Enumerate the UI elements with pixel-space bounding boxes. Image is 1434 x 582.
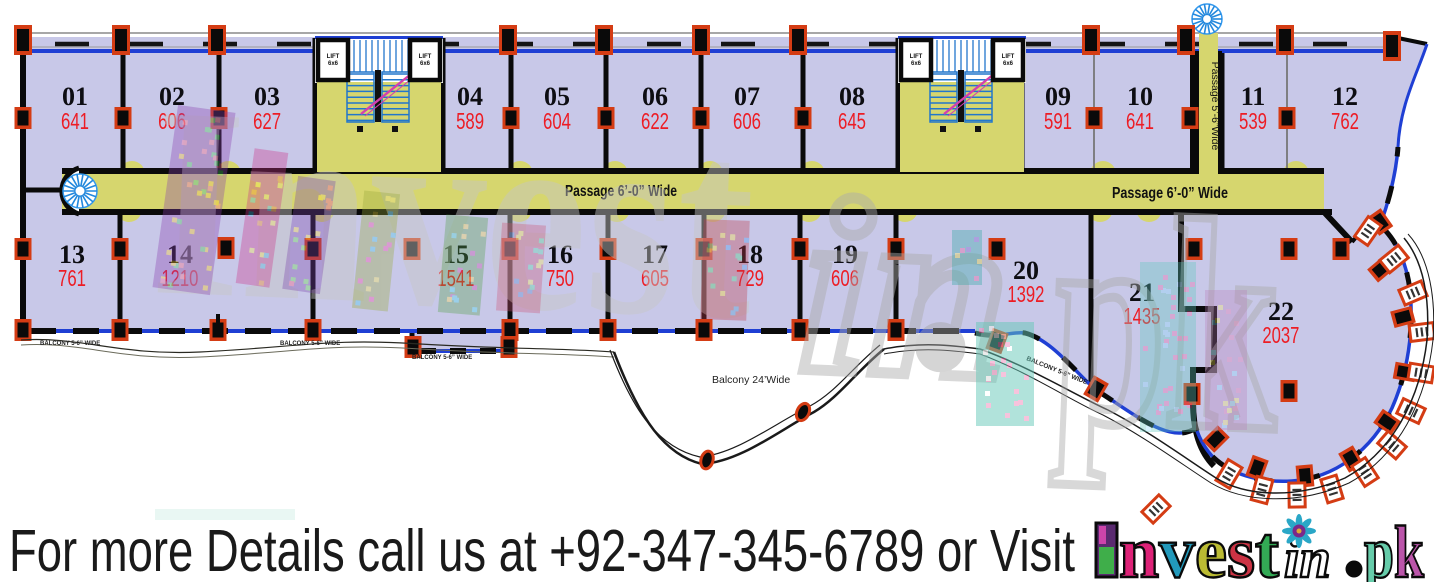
svg-text:6x6: 6x6 bbox=[420, 61, 431, 67]
svg-text:539: 539 bbox=[1239, 108, 1267, 134]
svg-text:12: 12 bbox=[1332, 82, 1358, 111]
svg-text:606: 606 bbox=[158, 108, 186, 134]
svg-text:Invest: Invest bbox=[148, 50, 763, 376]
svg-text:LIFT: LIFT bbox=[419, 54, 432, 60]
svg-text:pk: pk bbox=[1048, 153, 1288, 495]
svg-text:11: 11 bbox=[1241, 82, 1266, 111]
svg-text:pk: pk bbox=[1364, 512, 1425, 582]
svg-text:06: 06 bbox=[642, 82, 668, 111]
svg-text:606: 606 bbox=[733, 108, 761, 134]
svg-text:LIFT: LIFT bbox=[1002, 54, 1015, 60]
svg-text:645: 645 bbox=[838, 108, 866, 134]
svg-text:627: 627 bbox=[253, 108, 281, 134]
svg-text:6x6: 6x6 bbox=[911, 61, 922, 67]
svg-text:07: 07 bbox=[734, 82, 760, 111]
svg-text:1210: 1210 bbox=[161, 265, 198, 291]
svg-text:6x6: 6x6 bbox=[328, 61, 339, 67]
svg-text:13: 13 bbox=[59, 240, 85, 269]
svg-text:20: 20 bbox=[1013, 256, 1039, 285]
svg-text:BALCONY 5-6” WIDE: BALCONY 5-6” WIDE bbox=[412, 355, 472, 361]
svg-text:762: 762 bbox=[1331, 108, 1359, 134]
svg-text:Passage 6’-0” Wide: Passage 6’-0” Wide bbox=[1112, 185, 1228, 202]
svg-text:LIFT: LIFT bbox=[910, 54, 923, 60]
svg-text:01: 01 bbox=[62, 82, 88, 111]
svg-text:Passage 5’-6”Wide: Passage 5’-6”Wide bbox=[1209, 62, 1221, 151]
svg-text:08: 08 bbox=[839, 82, 865, 111]
svg-text:14: 14 bbox=[167, 240, 193, 269]
svg-text:05: 05 bbox=[544, 82, 570, 111]
svg-text:1435: 1435 bbox=[1123, 303, 1160, 329]
svg-text:03: 03 bbox=[254, 82, 280, 111]
svg-text:BALCONY 5-6” WIDE: BALCONY 5-6” WIDE bbox=[280, 341, 340, 347]
svg-text:Balcony 24’Wide: Balcony 24’Wide bbox=[712, 374, 790, 386]
svg-text:18: 18 bbox=[737, 240, 763, 269]
svg-text:LIFT: LIFT bbox=[327, 54, 340, 60]
svg-text:16: 16 bbox=[547, 240, 573, 269]
svg-text:BALCONY 5-6” WIDE: BALCONY 5-6” WIDE bbox=[40, 341, 100, 347]
svg-text:02: 02 bbox=[159, 82, 185, 111]
svg-text:729: 729 bbox=[736, 265, 764, 291]
svg-text:04: 04 bbox=[457, 82, 483, 111]
svg-text:604: 604 bbox=[543, 108, 571, 134]
svg-text:17: 17 bbox=[642, 240, 668, 269]
svg-text:Passage 6’-0” Wide: Passage 6’-0” Wide bbox=[565, 183, 677, 200]
svg-text:761: 761 bbox=[58, 265, 86, 291]
svg-text:2037: 2037 bbox=[1262, 322, 1299, 348]
svg-text:641: 641 bbox=[61, 108, 89, 134]
svg-text:591: 591 bbox=[1044, 108, 1072, 134]
svg-text:6x6: 6x6 bbox=[1003, 61, 1014, 67]
svg-text:605: 605 bbox=[641, 265, 669, 291]
svg-text:nvest: nvest bbox=[1119, 512, 1279, 582]
svg-text:606: 606 bbox=[831, 265, 859, 291]
svg-text:641: 641 bbox=[1126, 108, 1154, 134]
svg-text:1392: 1392 bbox=[1007, 281, 1044, 307]
svg-text:21: 21 bbox=[1129, 278, 1155, 307]
svg-text:622: 622 bbox=[641, 108, 669, 134]
svg-text:1541: 1541 bbox=[437, 265, 474, 291]
svg-text:10: 10 bbox=[1127, 82, 1153, 111]
svg-text:22: 22 bbox=[1268, 297, 1294, 326]
svg-text:15: 15 bbox=[443, 240, 469, 269]
svg-text:589: 589 bbox=[456, 108, 484, 134]
svg-text:750: 750 bbox=[546, 265, 574, 291]
svg-text:09: 09 bbox=[1045, 82, 1071, 111]
svg-text:19: 19 bbox=[832, 240, 858, 269]
svg-text:For more Details call us at +9: For more Details call us at +92-347-345-… bbox=[9, 518, 1075, 582]
